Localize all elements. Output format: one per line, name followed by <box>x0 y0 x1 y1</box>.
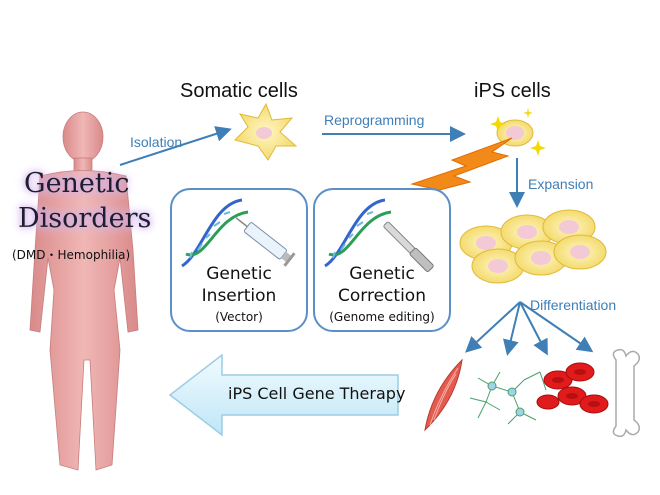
genetic-insertion-panel: Genetic Insertion (Vector) <box>170 188 308 332</box>
genetic-disorders-title-line1: Genetic <box>24 168 130 199</box>
therapy-arrow <box>168 353 399 437</box>
dna-syringe-icon <box>181 198 296 268</box>
dna-scalpel-icon <box>324 198 434 272</box>
insertion-title-line2: Insertion <box>201 286 277 306</box>
correction-title-line2: Correction <box>338 286 426 306</box>
insertion-subtitle: (Vector) <box>215 310 263 324</box>
ips-cells-label: iPS cells <box>474 80 551 102</box>
isolation-arrow <box>119 126 232 166</box>
somatic-cell-icon <box>234 102 298 161</box>
expansion-label: Expansion <box>528 176 594 192</box>
reprogramming-label: Reprogramming <box>324 112 425 128</box>
muscle-cell-icon <box>424 358 463 432</box>
nerve-cells-icon <box>469 371 547 425</box>
expanded-cells-cluster <box>459 209 607 284</box>
bone-icon <box>612 348 641 438</box>
correction-title-line1: Genetic <box>349 264 415 284</box>
ips-cell-icon <box>490 108 546 156</box>
therapy-label: iPS Cell Gene Therapy <box>228 384 406 403</box>
disorder-examples-label: (DMD・Hemophilia) <box>12 248 131 262</box>
red-blood-cells-icon <box>536 362 609 414</box>
differentiation-arrows <box>465 301 594 356</box>
insertion-title-line1: Genetic <box>206 264 272 284</box>
correction-subtitle: (Genome editing) <box>329 310 435 324</box>
genetic-correction-panel: Genetic Correction (Genome editing) <box>313 188 451 332</box>
differentiation-label: Differentiation <box>530 297 617 313</box>
genetic-disorders-title-line2: Disorders <box>18 203 152 234</box>
somatic-cells-label: Somatic cells <box>180 80 298 102</box>
human-body-figure <box>29 111 139 471</box>
isolation-label: Isolation <box>130 134 183 150</box>
